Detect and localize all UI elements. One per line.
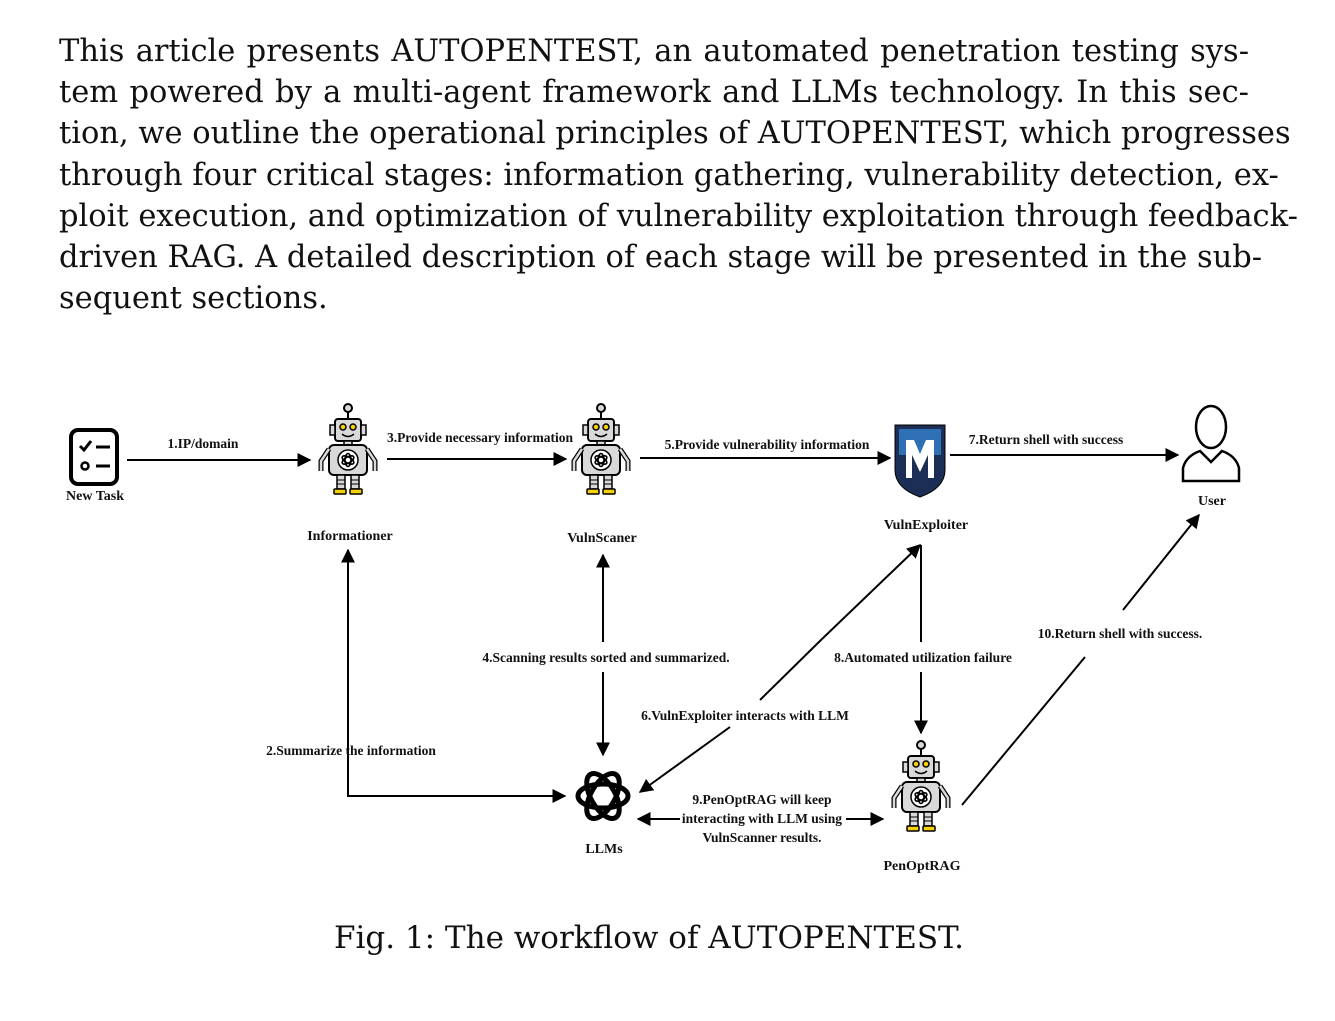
node-label-vulnexploiter: VulnExploiter [884, 518, 968, 533]
body-paragraph: This article presents AUTOPENTEST, an au… [59, 31, 1298, 319]
task-checklist-icon [69, 428, 119, 486]
edge-label-3: 3.Provide necessary information [387, 430, 574, 445]
metasploit-shield-icon [894, 424, 946, 498]
edge-label-5: 5.Provide vulnerability information [665, 437, 870, 452]
edge-10-lower [961, 656, 1086, 806]
node-label-user: User [1198, 494, 1226, 509]
paragraph-line: ploit execution, and optimization of vul… [59, 198, 1298, 234]
informationer-robot-icon [321, 404, 375, 494]
node-label-llms: LLMs [585, 842, 623, 857]
paragraph-line: This article presents AUTOPENTEST, an au… [59, 34, 1249, 69]
user-icon [1181, 404, 1241, 483]
figure-caption: Fig. 1: The workflow of AUTOPENTEST. [333, 920, 965, 956]
edge-label-10: 10.Return shell with success. [1038, 626, 1203, 641]
paragraph-line: tion, we outline the operational princip… [59, 116, 1291, 152]
paragraph-line: driven RAG. A detailed description of ea… [59, 240, 1263, 276]
edge-label-7: 7.Return shell with success [969, 432, 1124, 447]
node-label-penoptrag: PenOptRAG [884, 859, 961, 874]
edge-label-9-line2: interacting with LLM using [682, 811, 842, 826]
openai-logo-icon [575, 771, 631, 821]
edge-6-line-b [638, 726, 731, 793]
paragraph-line: tem powered by a multi-agent framework a… [59, 75, 1249, 111]
edge-label-1: 1.IP/domain [168, 436, 239, 451]
edge-6-line-a [821, 544, 922, 640]
node-label-new-task: New Task [66, 489, 124, 504]
node-label-vulnscaner: VulnScaner [567, 531, 637, 546]
vulnscaner-robot-icon [574, 404, 628, 494]
node-label-informationer: Informationer [307, 529, 393, 544]
edge-6-line-mid [759, 638, 823, 701]
paragraph-line: sequent sections. [59, 281, 328, 317]
edge-label-9-line3: VulnScanner results. [702, 830, 821, 845]
edge-2-arrow [341, 548, 567, 803]
edge-label-2: 2.Summarize the information [266, 743, 436, 758]
penoptrag-robot-icon [894, 741, 948, 831]
edge-label-9-line1: 9.PenOptRAG will keep [692, 792, 831, 807]
edge-label-6: 6.VulnExploiter interacts with LLM [641, 708, 849, 723]
paragraph-line: through four critical stages: informatio… [59, 157, 1279, 193]
workflow-figure: New Task Informationer VulnScaner VulnEx… [66, 380, 1241, 874]
edge-10-upper [1122, 513, 1200, 611]
edge-label-8: 8.Automated utilization failure [834, 650, 1012, 665]
edge-label-4: 4.Scanning results sorted and summarized… [482, 650, 729, 665]
